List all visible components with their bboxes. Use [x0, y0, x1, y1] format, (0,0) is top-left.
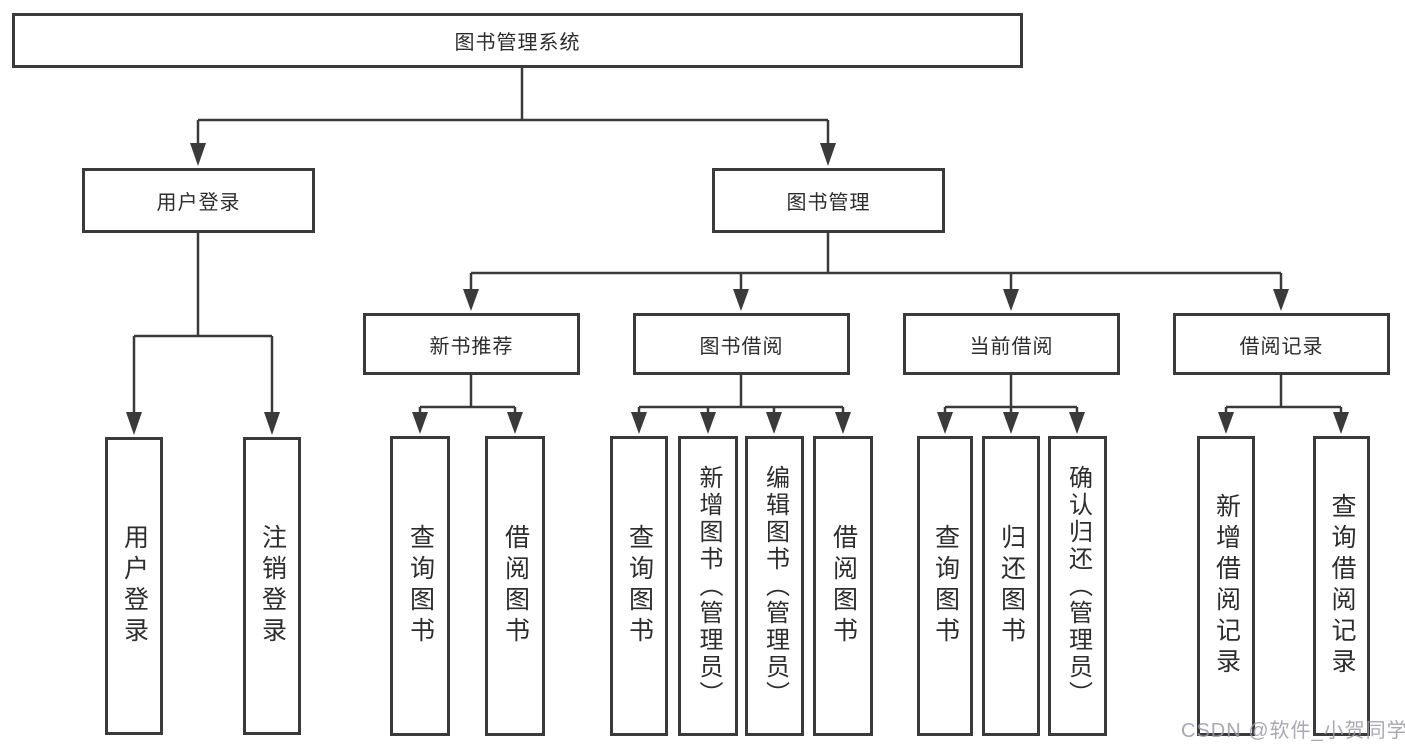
- arrowhead-bb-query: [631, 412, 647, 434]
- node-leaf-cb-query-book: 查询图书: [917, 436, 973, 736]
- node-leaf-bb-query-book: 查询图书: [610, 436, 668, 736]
- arrowhead-cb-return: [1003, 412, 1019, 434]
- connector-book-borrow-children: [637, 375, 845, 416]
- node-book-management: 图书管理: [712, 168, 945, 233]
- node-leaf-br-query-record: 查询借阅记录: [1313, 436, 1370, 736]
- node-leaf-cb-return-book: 归还图书: [982, 436, 1040, 736]
- arrowhead-br-add: [1218, 412, 1234, 434]
- arrowhead-logout-leaf: [264, 412, 280, 435]
- arrowhead-cb-query: [937, 412, 953, 434]
- node-current-borrow: 当前借阅: [903, 313, 1120, 375]
- node-leaf-bb-add-book-admin: 新增图书（管理员）: [678, 436, 738, 736]
- arrowhead-cb-confirm: [1069, 412, 1085, 434]
- arrowhead-book-management: [820, 143, 836, 166]
- arrowhead-current-borrow: [1003, 289, 1019, 311]
- node-user-login: 用户登录: [82, 168, 315, 233]
- node-leaf-user-login: 用户登录: [105, 437, 163, 735]
- node-leaf-logout: 注销登录: [243, 437, 301, 735]
- node-leaf-bb-borrow-book: 借阅图书: [813, 436, 873, 736]
- csdn-watermark: CSDN @软件_小贺同学: [1181, 720, 1405, 742]
- node-book-borrow: 图书借阅: [633, 313, 850, 375]
- arrowhead-user-login-leaf: [126, 412, 142, 435]
- node-borrow-record: 借阅记录: [1173, 313, 1390, 375]
- node-leaf-nb-borrow-book: 借阅图书: [485, 436, 545, 736]
- connector-new-book-children: [418, 375, 517, 416]
- connector-book-management-children: [469, 233, 1283, 292]
- arrowhead-nb-query: [412, 412, 428, 434]
- connector-root-to-level2: [196, 68, 830, 146]
- arrowhead-book-borrow: [733, 289, 749, 311]
- arrowhead-br-query: [1333, 412, 1349, 434]
- node-leaf-nb-query-book: 查询图书: [390, 436, 450, 736]
- arrowhead-bb-add: [700, 412, 716, 434]
- arrowhead-borrow-record: [1273, 289, 1289, 311]
- node-leaf-br-add-record: 新增借阅记录: [1197, 436, 1255, 736]
- arrowhead-bb-borrow: [835, 412, 851, 434]
- connector-user-login-children: [132, 233, 274, 414]
- arrowhead-bb-edit: [766, 412, 782, 434]
- node-leaf-cb-confirm-return-admin: 确认归还（管理员）: [1048, 436, 1107, 736]
- node-new-book-recommend: 新书推荐: [363, 313, 580, 375]
- arrowhead-user-login: [190, 143, 206, 166]
- arrowhead-new-book: [463, 289, 479, 311]
- arrowhead-nb-borrow: [507, 412, 523, 434]
- node-leaf-bb-edit-book-admin: 编辑图书（管理员）: [745, 436, 804, 736]
- connector-borrow-record-children: [1224, 375, 1343, 416]
- connector-current-borrow-children: [943, 375, 1079, 416]
- node-root-system: 图书管理系统: [12, 13, 1023, 68]
